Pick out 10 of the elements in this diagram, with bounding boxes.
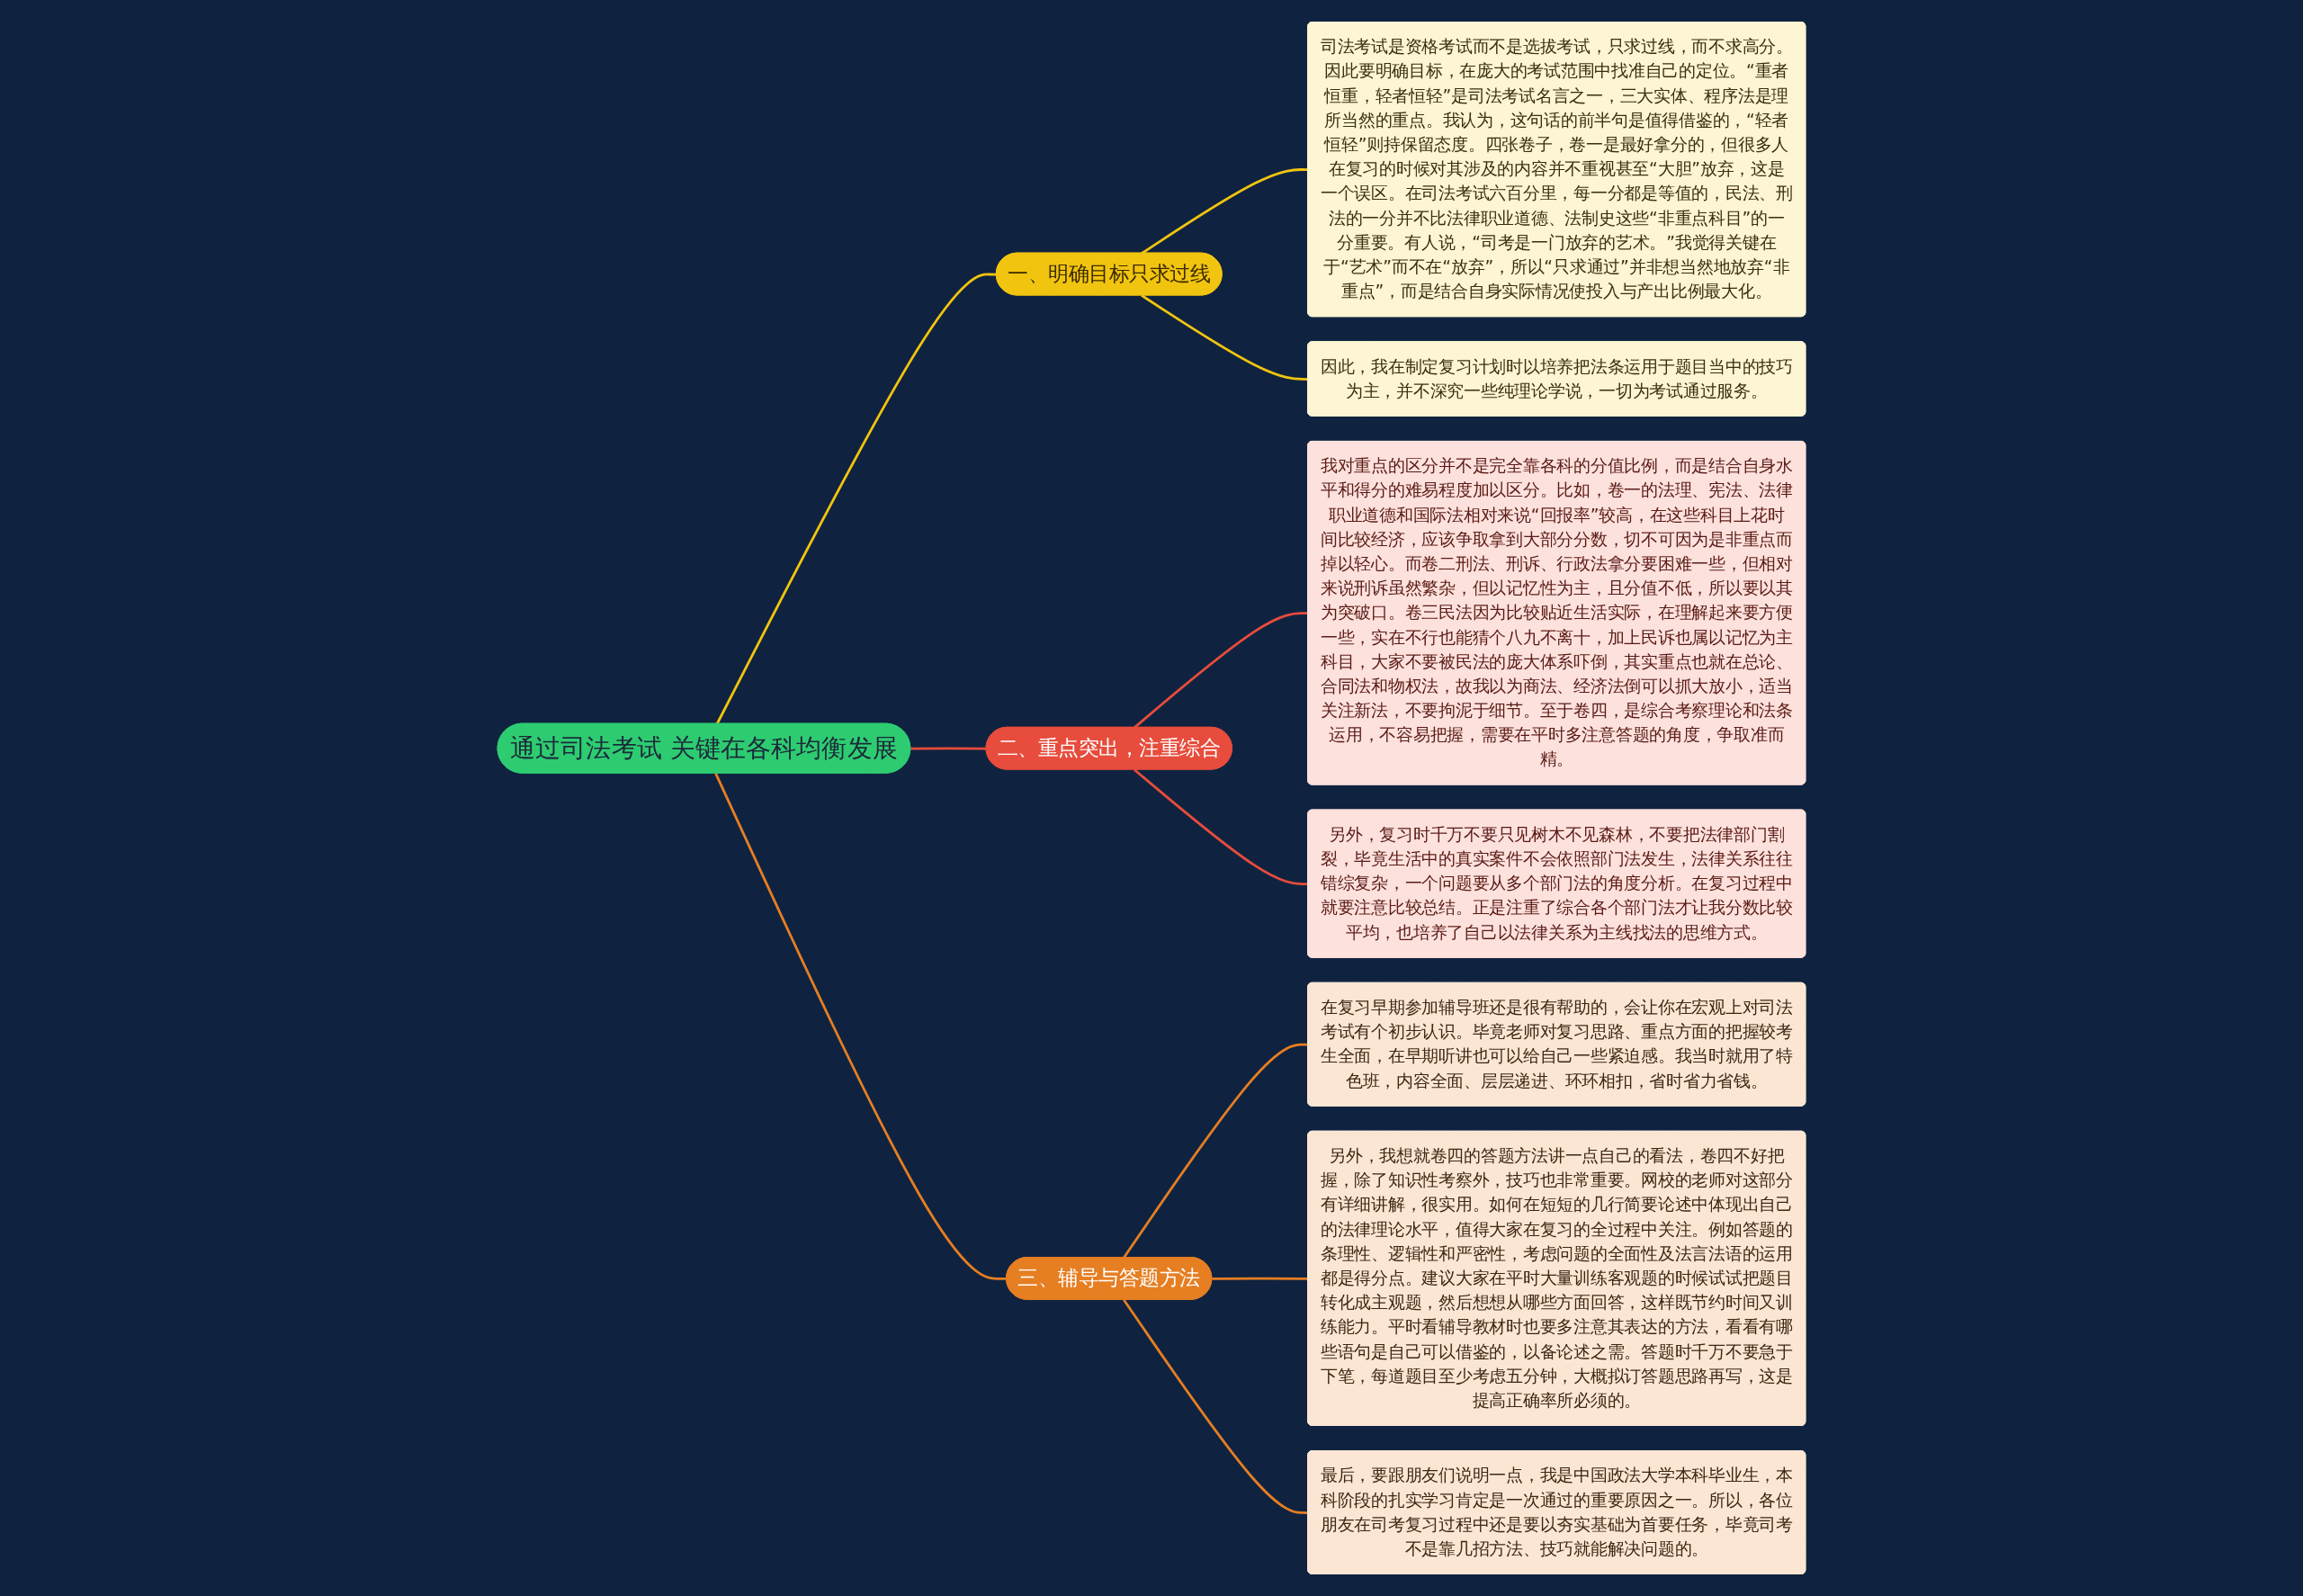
connector — [1141, 168, 1309, 255]
connector — [1123, 1298, 1309, 1514]
connector — [1141, 294, 1309, 381]
connector — [910, 747, 987, 750]
connector — [714, 773, 1008, 1280]
connector — [1134, 612, 1309, 729]
connector — [1123, 1043, 1309, 1259]
connector — [715, 273, 997, 725]
connector — [1134, 768, 1309, 886]
connector — [1212, 1277, 1309, 1280]
